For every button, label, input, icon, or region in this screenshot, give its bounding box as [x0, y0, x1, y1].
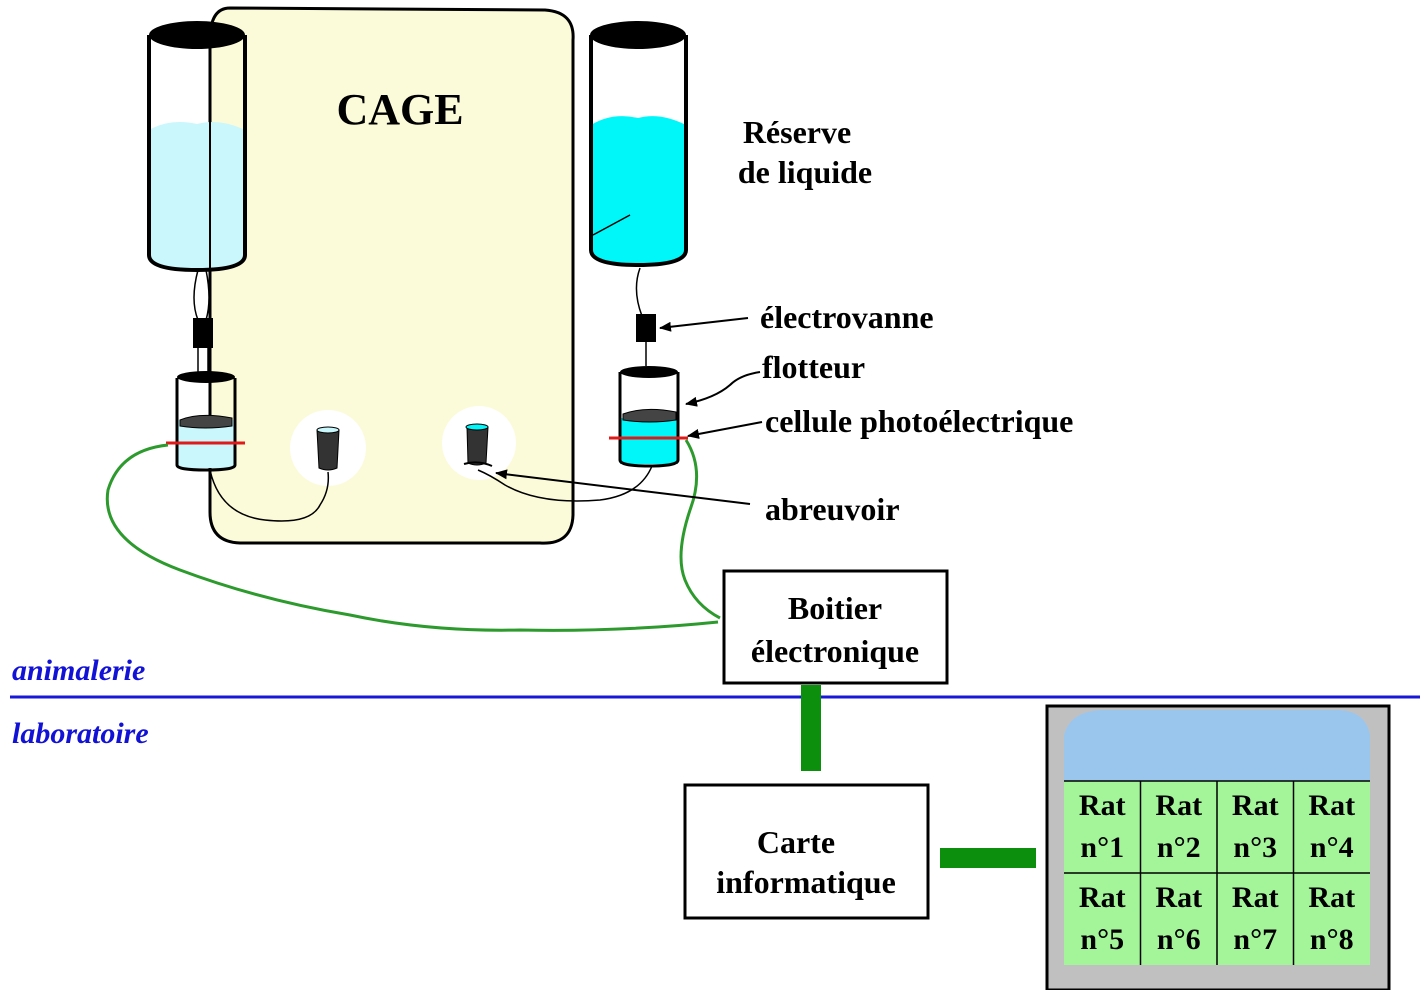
computer-card: Carte informatique	[683, 783, 930, 920]
drinker-right	[442, 406, 516, 480]
flotteur-label: flotteur	[762, 349, 865, 385]
rat-cell-name: Rat	[1232, 789, 1279, 822]
rat-cell-name: Rat	[1079, 881, 1126, 914]
rat-cell-name: Rat	[1079, 789, 1126, 822]
rat-cell-name: Rat	[1308, 881, 1355, 914]
reserve-label-line1: Réserve	[743, 114, 851, 150]
zone-animalerie: animalerie	[12, 654, 145, 687]
rat-cell-number: n°2	[1157, 831, 1201, 864]
computer-card-line2: informatique	[716, 864, 896, 900]
bus-card-to-monitor	[940, 848, 1036, 868]
electrovanne-label: électrovanne	[760, 299, 934, 335]
rat-cell-name: Rat	[1155, 881, 1202, 914]
rat-cell-number: n°3	[1233, 831, 1277, 864]
cage: CAGE	[208, 6, 575, 545]
left-reservoir	[147, 21, 247, 273]
component-labels: Réserve de liquide électrovanne flotteur…	[738, 114, 1074, 527]
electronic-box-line1: Boitier	[788, 590, 882, 626]
zone-laboratoire: laboratoire	[12, 717, 149, 750]
cellule-label: cellule photoélectrique	[765, 403, 1073, 439]
label-arrows	[495, 317, 763, 505]
left-electrovalve	[193, 318, 213, 348]
reserve-label-line2: de liquide	[738, 154, 872, 190]
sensor-wires	[105, 439, 721, 632]
right-reservoir	[589, 21, 688, 268]
electronic-box: Boitier électronique	[722, 569, 949, 685]
drinker-left	[290, 410, 366, 486]
monitor-screen-top	[1064, 710, 1370, 781]
rat-cell-number: n°8	[1310, 923, 1354, 956]
rat-cell-number: n°6	[1157, 923, 1201, 956]
cage-title: CAGE	[336, 85, 463, 134]
right-electrovalve	[636, 314, 656, 342]
rat-cell-number: n°1	[1080, 831, 1124, 864]
rat-cell-number: n°5	[1080, 923, 1124, 956]
supply-tubes	[193, 267, 647, 372]
rat-cell-number: n°7	[1233, 923, 1277, 956]
right-float-chamber	[618, 366, 680, 468]
computer-card-line1: Carte	[757, 824, 835, 860]
rat-cell-number: n°4	[1310, 831, 1354, 864]
bus-box-to-card	[801, 685, 821, 771]
rat-cell-name: Rat	[1155, 789, 1202, 822]
rat-cell-name: Rat	[1308, 789, 1355, 822]
rat-cell-name: Rat	[1232, 881, 1279, 914]
electronic-box-line2: électronique	[751, 633, 919, 669]
monitor: Ratn°1Ratn°2Ratn°3Ratn°4Ratn°5Ratn°6Ratn…	[1045, 704, 1391, 990]
abreuvoir-label: abreuvoir	[765, 491, 900, 527]
